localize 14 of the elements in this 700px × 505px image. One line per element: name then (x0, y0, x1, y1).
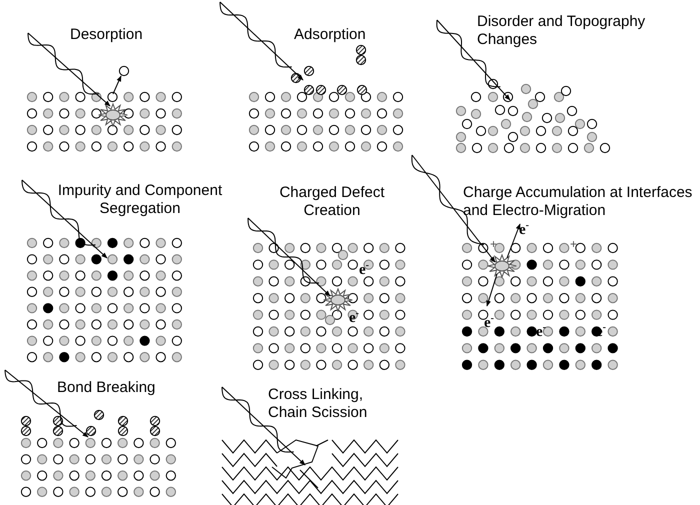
electron-symbol: e$^{-}$ (349, 307, 360, 326)
electron-symbol: e$^{-}$ (484, 312, 494, 331)
panel-title: Charged Defect Creation (278, 184, 386, 220)
electron-symbol: e$^{-}$ (536, 321, 546, 340)
panel-title: Desorption (70, 26, 144, 44)
panel-title: Adsorption (294, 26, 367, 44)
panel-title: Cross Linking, Chain Scission (268, 386, 368, 422)
panel-title: Disorder and Topography Changes (477, 13, 646, 49)
panel-title: Impurity and Component Segregation (56, 182, 224, 218)
charge-sign: + (570, 238, 578, 250)
charge-sign: + (490, 238, 498, 250)
panel-title: Bond Breaking (57, 379, 156, 397)
electron-symbol: e$^{-}$ (519, 219, 530, 238)
electron-symbol: e$^{-}$ (359, 259, 370, 278)
